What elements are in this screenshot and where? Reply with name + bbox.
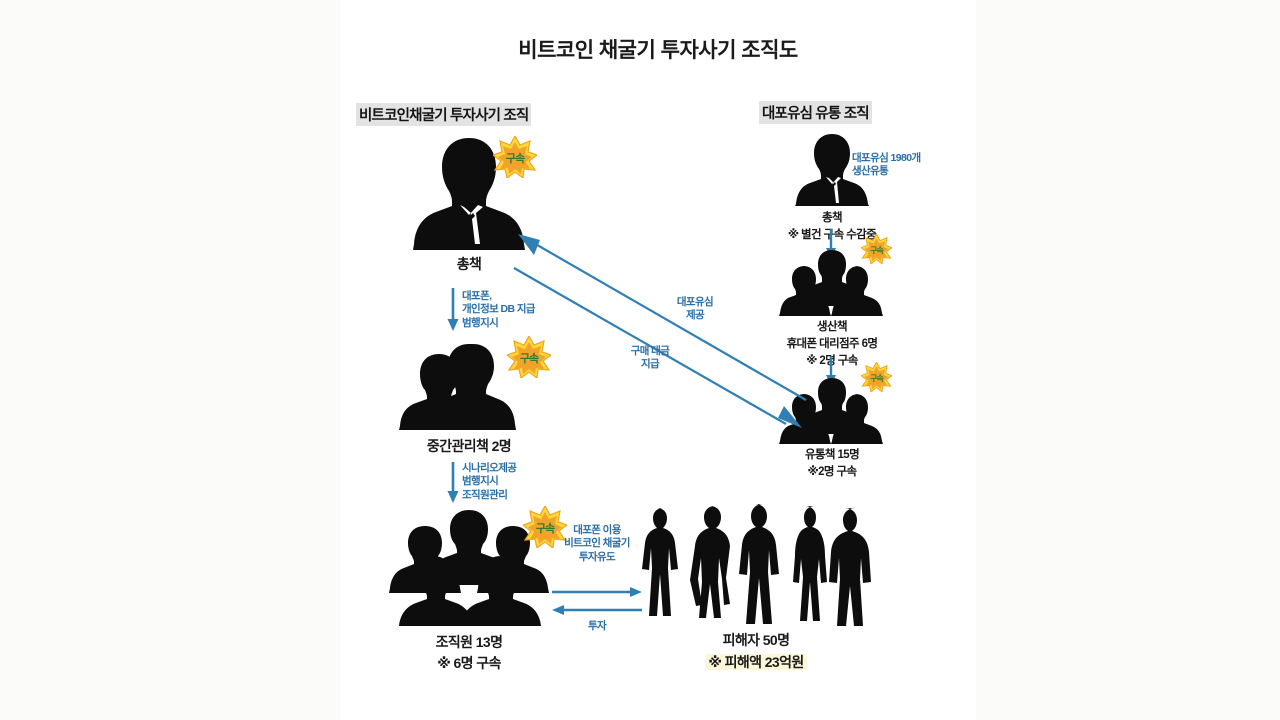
arrest-badge: 구속 (861, 362, 892, 392)
flow-label-line: 투자 (587, 620, 607, 632)
sim-production-note: 대포유심 1980개 생산유통 (852, 152, 921, 179)
node-members-sub: ※ 6명 구속 (437, 655, 501, 672)
node-victims-caption: 피해자 50명 (722, 632, 790, 648)
node-victims-damage: ※ 피해액 23억원 (628, 654, 884, 671)
flow-sim-supply-label: 대포유심 제공 (660, 296, 730, 323)
flow-label-line: 개인정보 DB 지급 (462, 303, 536, 316)
node-sim-boss: 총책 ※ 별건 구속 수감중 (754, 130, 910, 242)
node-victims: 피해자 50명 ※ 피해액 23억원 (628, 500, 884, 671)
node-boss-caption: 총책 (456, 256, 482, 272)
flow-label-line: 비트코인 채굴기 (564, 537, 630, 550)
three-person-group-silhouette-icon: 구속 (779, 362, 892, 444)
node-sim-distributor-sub: ※2명 구속 (807, 466, 858, 479)
flow-manager-to-members-arrow (446, 462, 460, 509)
flow-boss-to-manager-arrow (446, 288, 460, 337)
node-victims-damage-text: ※ 피해액 23억원 (705, 654, 807, 671)
flow-members-to-victims-label: 대포폰 이용 비트코인 채굴기 투자유도 (542, 524, 652, 564)
sim-production-note-line2: 생산유통 (852, 165, 889, 178)
flow-label-line: 투자유도 (578, 550, 616, 563)
node-middle-manager: 구속 중간관리책 2명 (354, 336, 584, 455)
diagram-panel: 비트코인 채굴기 투자사기 조직도 비트코인채굴기 투자사기 조직 대포유심 유… (340, 0, 976, 720)
node-sim-boss-sub: ※ 별건 구속 수감중 (787, 229, 877, 242)
flow-label-line: 대포폰, (462, 290, 492, 302)
single-man-bust-silhouette-icon: 구속 (413, 132, 537, 250)
flow-manager-to-members-label: 시나리오제공 범행지시 조직원관리 (462, 462, 517, 502)
flow-label-line: 제공 (685, 309, 705, 322)
node-members-caption: 조직원 13명 (435, 634, 503, 650)
flow-label-line: 대포폰 이용 (573, 524, 621, 536)
column-header-left: 비트코인채굴기 투자사기 조직 (356, 103, 532, 126)
arrest-badge-label: 구속 (519, 353, 539, 365)
single-man-bust-silhouette-icon (795, 130, 869, 206)
flow-label-line: 지급 (640, 358, 660, 371)
arrest-badge: 구속 (493, 136, 537, 178)
arrest-badge-label: 구속 (870, 373, 884, 383)
flow-label-line: 범행지시 (462, 316, 499, 329)
flow-label-line: 대포유심 (676, 296, 714, 308)
five-standing-people-silhouette-icon (633, 500, 879, 626)
node-sim-producer: 구속 생산책 휴대폰 대리점주 6명 ※ 2명 구속 (744, 234, 920, 368)
column-header-right: 대포유심 유통 조직 (759, 101, 872, 124)
node-sim-distributor-caption: 유통책 15명 (804, 449, 860, 461)
flow-sim-payment-label: 구매 대금 지급 (612, 345, 688, 372)
node-boss: 구속 총책 (364, 132, 574, 273)
node-sim-producer-sub2: ※ 2명 구속 (806, 355, 858, 368)
flow-sim-exchange-arrows (510, 228, 810, 433)
flow-label-line: 시나리오제공 (462, 462, 517, 474)
arrest-badge: 구속 (523, 506, 567, 548)
node-sim-producer-sub: 휴대폰 대리점주 6명 (786, 338, 878, 351)
arrest-badge-label: 구속 (535, 523, 555, 535)
node-members: 구속 조직원 13명 ※ 6명 구속 (344, 506, 594, 672)
flow-label-line: 구매 대금 (630, 345, 670, 357)
flow-label-line: 조직원관리 (462, 488, 508, 501)
node-sim-boss-caption: 총책 (822, 212, 843, 224)
flow-victims-to-members-label: 투자 (562, 620, 632, 633)
flow-members-victims-arrows (550, 586, 644, 623)
flow-label-line: 범행지시 (462, 475, 499, 488)
three-person-group-silhouette-icon: 구속 (779, 234, 892, 316)
sim-production-note-line1: 대포유심 1980개 (852, 152, 921, 164)
arrest-badge-label: 구속 (505, 153, 525, 165)
arrest-badge-label: 구속 (870, 245, 884, 255)
node-middle-manager-caption: 중간관리책 2명 (426, 438, 512, 454)
node-sim-producer-caption: 생산책 (817, 321, 848, 333)
five-person-group-silhouette-icon: 구속 (383, 506, 567, 626)
arrest-badge: 구속 (507, 336, 551, 378)
arrest-badge: 구속 (861, 234, 892, 264)
flow-boss-to-manager-label: 대포폰, 개인정보 DB 지급 범행지시 (462, 290, 536, 330)
node-sim-distributor: 구속 유통책 15명 ※2명 구속 (744, 362, 920, 479)
two-person-group-silhouette-icon: 구속 (399, 336, 551, 430)
page-title: 비트코인 채굴기 투자사기 조직도 (518, 39, 798, 62)
